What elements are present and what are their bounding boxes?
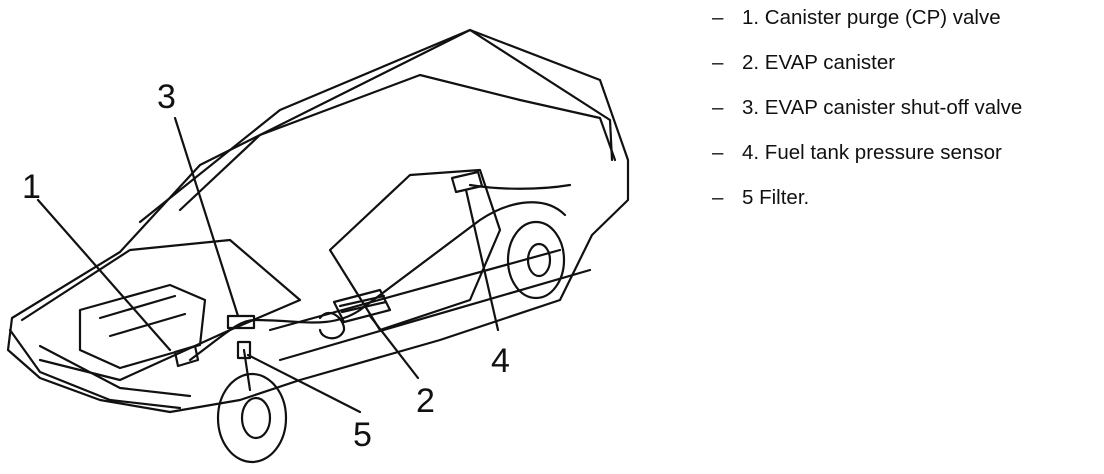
hood-outline [20,238,302,382]
legend-item: – 1. Canister purge (CP) valve [712,6,1102,51]
callout-1: 1 [22,168,41,206]
evap-canister [332,288,392,324]
leader-line-4 [464,188,500,332]
legend-item: – 5 Filter. [712,186,1102,231]
rear-wheel-hub [526,242,552,278]
legend-bullet: – [712,6,724,29]
legend-bullet: – [712,141,724,164]
legend-item-label: 1. Canister purge (CP) valve [742,6,1001,29]
front-bumper [8,328,192,410]
leader-line-5 [246,353,362,414]
callout-3: 3 [157,78,176,116]
legend-item: – 4. Fuel tank pressure sensor [712,141,1102,186]
leader-line-2 [368,314,420,380]
fuel-tank [318,311,346,340]
rear-wheel [506,220,566,300]
legend-list: – 1. Canister purge (CP) valve – 2. EVAP… [712,6,1102,231]
pressure-sensor [450,170,484,194]
rear-window-outline [518,98,617,162]
leader-line-1 [36,198,172,352]
legend-bullet: – [712,51,724,74]
roof-outline [138,28,614,224]
legend-bullet: – [712,96,724,119]
windshield-outline [178,73,522,212]
legend-item: – 3. EVAP canister shut-off valve [712,96,1102,141]
front-wheel-hub [240,396,272,440]
shut-off-valve [226,314,256,330]
engine-block [78,283,207,370]
legend-item-label: 4. Fuel tank pressure sensor [742,141,1002,164]
legend-item-label: 3. EVAP canister shut-off valve [742,96,1023,119]
callout-2: 2 [416,382,435,420]
leader-line-3 [173,116,240,318]
legend-item-label: 2. EVAP canister [742,51,896,74]
filter [236,340,252,360]
car-body-outline [6,28,630,414]
purge-valve [173,344,200,368]
fuel-line [188,201,567,362]
legend-item: – 2. EVAP canister [712,51,1102,96]
vapor-line [242,183,572,392]
legend-item-label: 5 Filter. [742,186,810,209]
callout-4: 4 [491,342,510,380]
front-wheel [216,372,288,464]
callout-5: 5 [353,416,372,454]
body-side-line [268,248,592,362]
evap-system-diagram: 1 2 3 4 5 [6,28,630,464]
legend-bullet: – [712,186,724,209]
